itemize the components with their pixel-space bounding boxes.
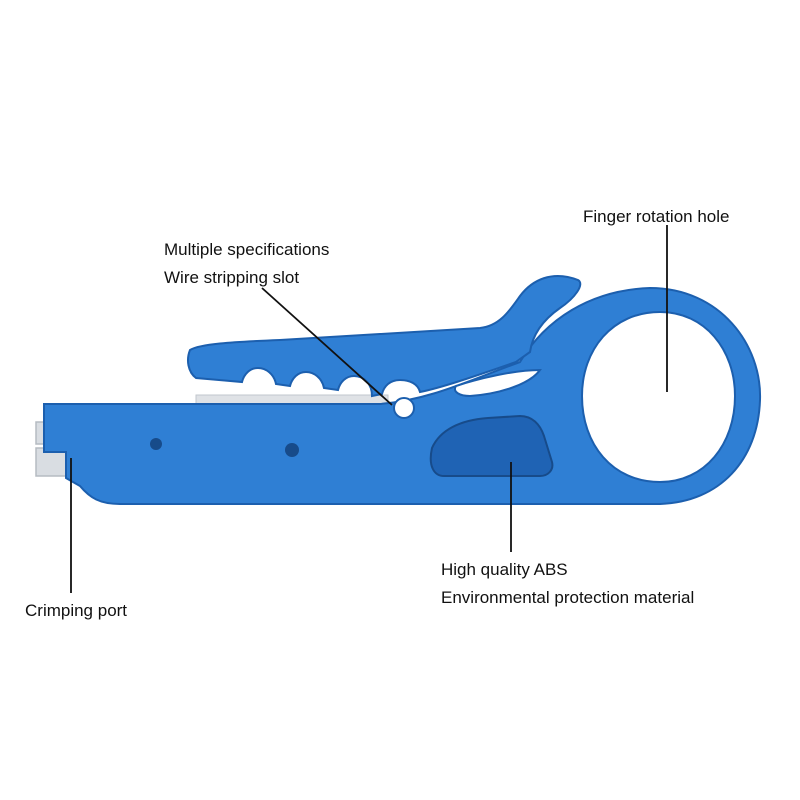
label-abs-line2: Environmental protection material (441, 588, 695, 607)
label-finger-line1: Finger rotation hole (583, 207, 730, 226)
label-abs-line1: High quality ABS (441, 560, 568, 579)
grip-recess (429, 414, 554, 477)
stripping-hole (393, 397, 415, 419)
label-slot-line1: Multiple specifications (164, 240, 330, 259)
rivet-hole-right (285, 443, 299, 457)
label-wire-stripping-slot: Multiple specifications Wire stripping s… (164, 236, 329, 292)
rivet-hole-left (150, 438, 162, 450)
label-crimping-port: Crimping port (25, 597, 127, 625)
label-crimp-line1: Crimping port (25, 601, 128, 620)
label-finger-rotation-hole: Finger rotation hole (583, 203, 729, 231)
stripping-arm (187, 275, 582, 398)
leader-stripping-slot (261, 287, 393, 406)
tool-body (43, 286, 762, 505)
label-slot-line2: Wire stripping slot (164, 268, 300, 287)
label-abs-material: High quality ABS Environmental protectio… (441, 556, 694, 612)
